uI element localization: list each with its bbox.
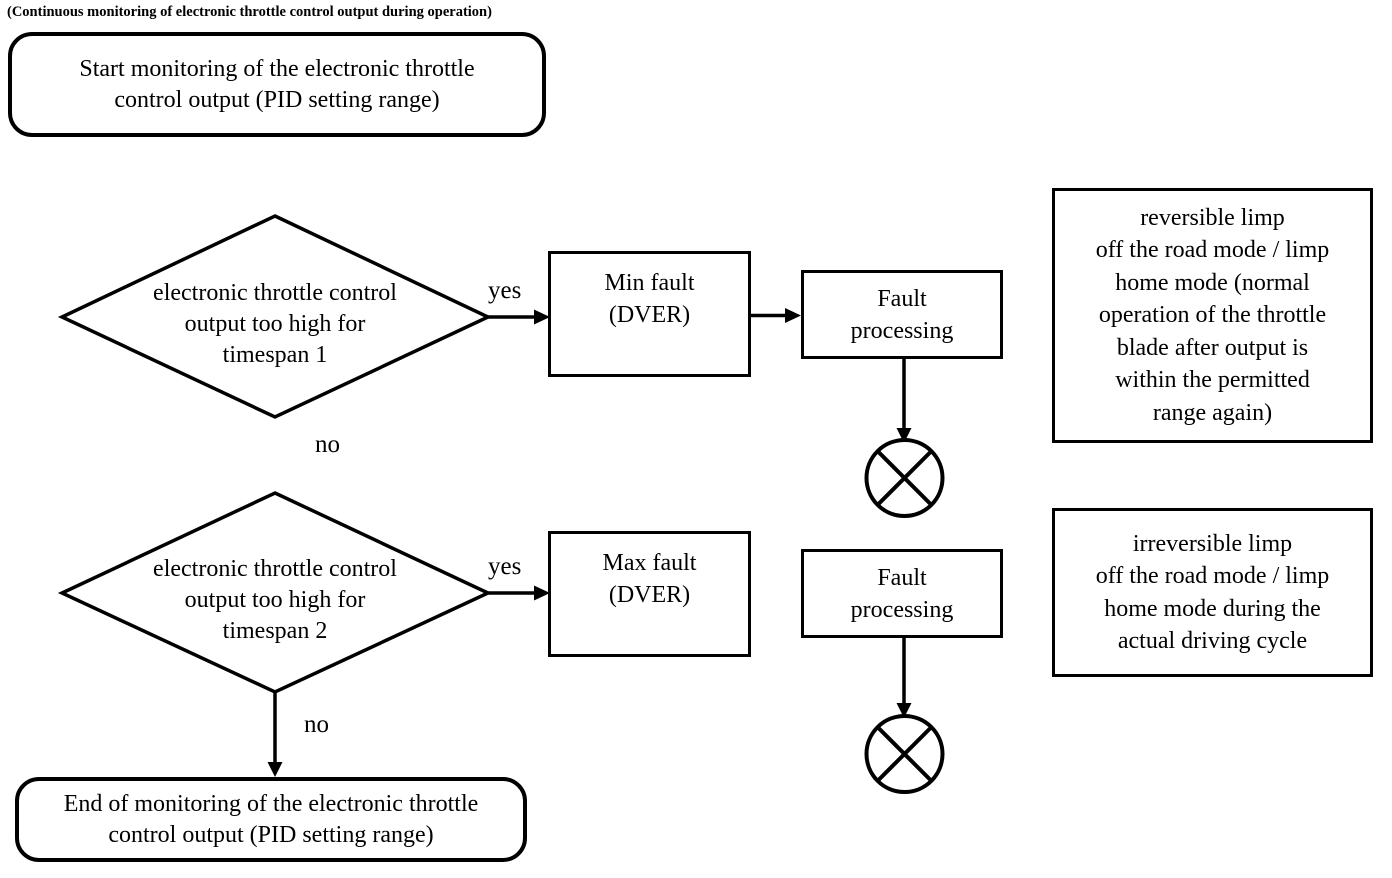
- start-node-line1: Start monitoring of the electronic throt…: [79, 55, 475, 82]
- minfault-to-processing-arrow-head: [785, 308, 801, 323]
- note-irreversible-limp: irreversible limp off the road mode / li…: [1052, 508, 1373, 677]
- note-1-line1: reversible limp: [1140, 204, 1285, 231]
- min-fault-line1: Min fault: [604, 270, 695, 296]
- decision-1-no-label: no: [315, 431, 340, 458]
- fault-processing-node-1: Fault processing: [801, 270, 1003, 359]
- processing1-down-arrow-head: [896, 428, 912, 443]
- note-1-line5: blade after output is: [1116, 334, 1309, 361]
- end-node-line2: control output (PID setting range): [108, 821, 434, 848]
- decision-2-no-label: no: [304, 711, 329, 738]
- terminator-circle-2-cross: [876, 725, 933, 783]
- decision-1-yes-label: yes: [488, 277, 522, 304]
- min-fault-node: Min fault (DVER): [548, 251, 751, 377]
- terminator-circle-1-cross: [876, 449, 933, 507]
- decision-1-line1: electronic throttle control: [153, 279, 397, 306]
- decision-2-label: electronic throttle control output too h…: [62, 493, 488, 693]
- decision-diamond-1: [57, 214, 493, 419]
- note-2-line2: off the road mode / limp: [1095, 563, 1330, 589]
- min-fault-line2: (DVER): [608, 302, 691, 328]
- fault-processing-node-2: Fault processing: [801, 549, 1003, 638]
- note-1-line2: off the road mode / limp: [1095, 237, 1330, 264]
- max-fault-node: Max fault (DVER): [548, 531, 751, 657]
- yes-arrow-1-head: [534, 309, 550, 325]
- decision-2-line2: output too high for: [184, 586, 366, 613]
- fault-processing-1-line2: processing: [850, 317, 954, 344]
- yes-arrow-2-head: [534, 585, 550, 601]
- note-2-line1: irreversible limp: [1132, 530, 1293, 557]
- note-1-line7: range again): [1152, 399, 1273, 426]
- note-1-line3: home mode (normal: [1115, 269, 1310, 296]
- fault-processing-2-line2: processing: [850, 596, 954, 623]
- decision-2-yes-label: yes: [488, 553, 522, 580]
- fault-processing-1-line1: Fault: [877, 285, 927, 312]
- decision-2-line1: electronic throttle control: [153, 555, 397, 582]
- fault-processing-2-line1: Fault: [877, 564, 927, 591]
- max-fault-line1: Max fault: [602, 550, 697, 576]
- diagram-caption: (Continuous monitoring of electronic thr…: [7, 4, 492, 20]
- max-fault-line2: (DVER): [608, 582, 691, 608]
- decision-1-label: electronic throttle control output too h…: [62, 217, 488, 417]
- decision-1-line2: output too high for: [184, 310, 366, 337]
- note-2-line3: home mode during the: [1104, 595, 1321, 622]
- note-2-line4: actual driving cycle: [1117, 628, 1308, 654]
- decision-2-line3: timespan 2: [222, 617, 328, 644]
- note-1-line6: within the permitted: [1115, 367, 1310, 394]
- start-node-line2: control output (PID setting range): [114, 86, 440, 113]
- processing2-down-arrow-head: [896, 703, 912, 718]
- start-node: Start monitoring of the electronic throt…: [8, 32, 546, 137]
- end-node-line1: End of monitoring of the electronic thro…: [63, 790, 479, 817]
- end-node: End of monitoring of the electronic thro…: [15, 777, 527, 862]
- decision-1-line3: timespan 1: [222, 341, 328, 368]
- note-1-line4: operation of the throttle: [1098, 302, 1327, 329]
- no-arrow-2-head: [267, 762, 283, 777]
- note-reversible-limp: reversible limp off the road mode / limp…: [1052, 188, 1373, 443]
